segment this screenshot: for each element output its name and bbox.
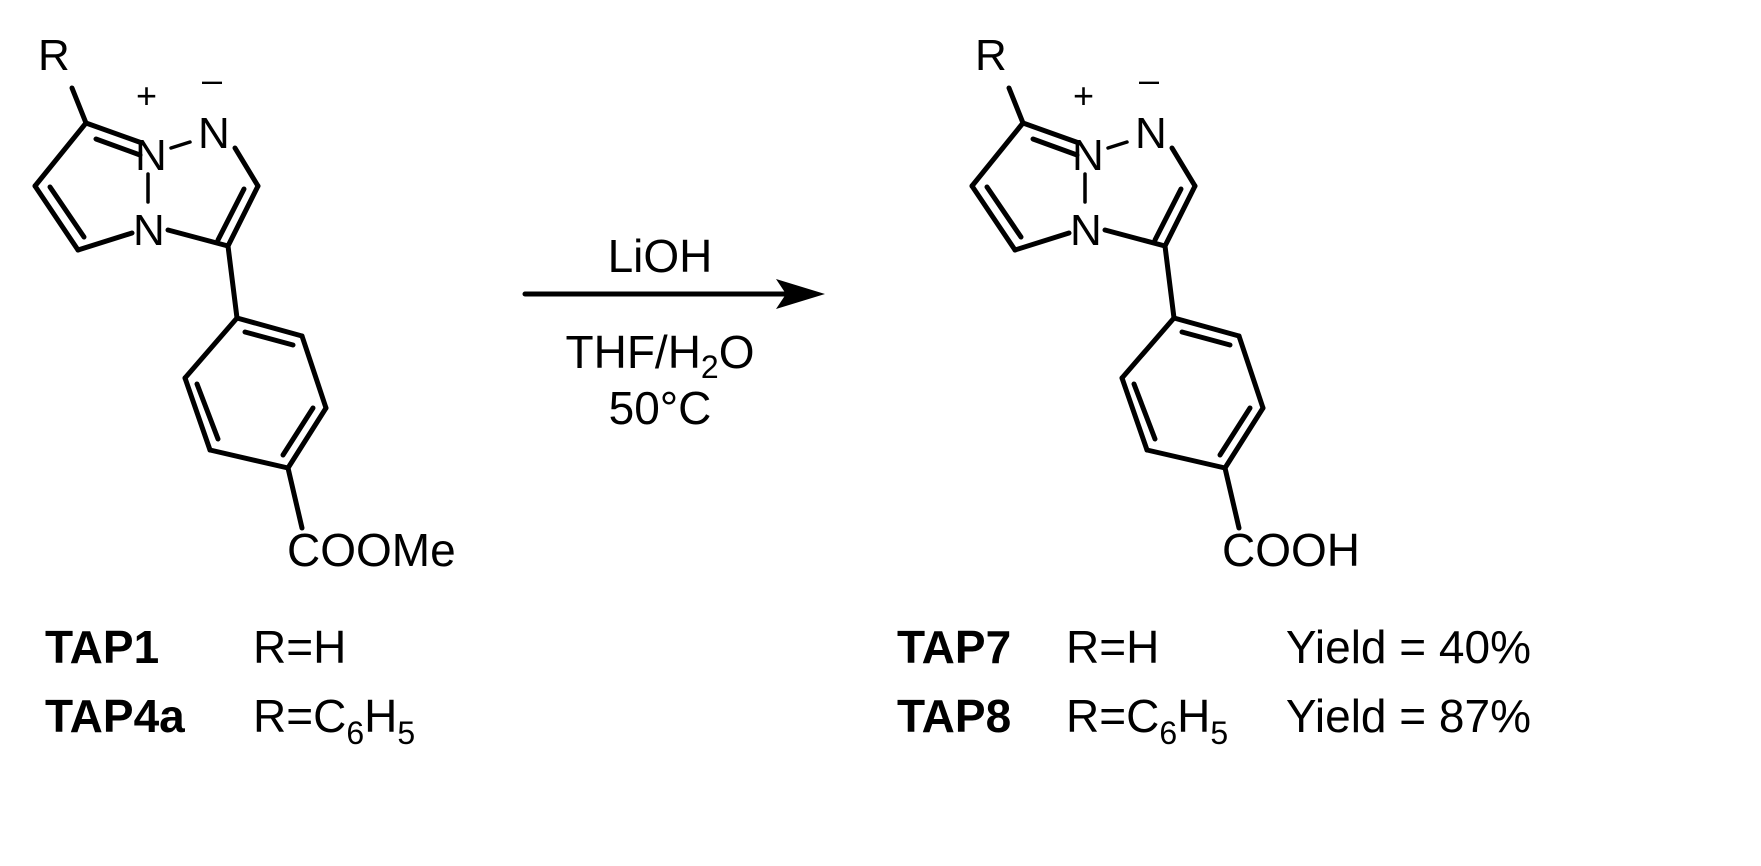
bond-c7-n1 <box>83 120 145 146</box>
product-compound-1: TAP7 <box>897 621 1011 673</box>
product-labels: TAP7 R=H Yield = 40% TAP8 R=C6H5 Yield =… <box>897 621 1531 751</box>
reactant-compound-2: TAP4a <box>45 690 185 742</box>
bond-c3a-n4 <box>1102 227 1168 249</box>
bond-c6-c5-inner <box>984 184 1024 240</box>
reactant-plus: + <box>136 75 157 116</box>
bond-to-acid <box>1222 465 1242 531</box>
product-r-def-2: R=C6H5 <box>1066 690 1228 751</box>
reactant-structure: R + N – N N COOMe <box>32 31 456 576</box>
bond-n2-c3 <box>232 145 261 189</box>
ring-bond-2 <box>1119 375 1150 453</box>
ring-bond-1 <box>1119 315 1177 381</box>
reaction-arrow-head <box>776 279 825 309</box>
ring-bond-4 <box>1222 405 1266 471</box>
bond-c7-n1-inner <box>1030 136 1080 158</box>
bond-c7-c6 <box>32 120 89 189</box>
product-substituent: COOH <box>1222 524 1360 576</box>
reagent-label: LiOH <box>608 230 713 282</box>
ring-bond-3 <box>1144 447 1228 471</box>
ring-bond-4 <box>285 405 329 471</box>
ring-bond-3 <box>207 447 291 471</box>
bond-c6-c5-inner <box>47 184 87 240</box>
product-yield-1: Yield = 40% <box>1286 621 1531 673</box>
product-r-def-1: R=H <box>1066 621 1159 673</box>
product-plus: + <box>1073 75 1094 116</box>
bond-c7-n1-inner <box>93 136 143 158</box>
bond-c7-c6 <box>969 120 1026 189</box>
reactant-r-def-1: R=H <box>253 621 346 673</box>
reactant-labels: TAP1 R=H TAP4a R=C6H5 <box>45 621 415 751</box>
ring-bond-5 <box>299 333 329 411</box>
bond-c3-c3a-inner <box>215 186 247 243</box>
bond-c3-c3a <box>1162 183 1198 249</box>
product-compound-2: TAP8 <box>897 690 1011 742</box>
bond-n1-n2 <box>169 140 192 150</box>
ring-bond-6 <box>1171 315 1242 339</box>
bond-to-phenyl <box>1162 243 1177 321</box>
solvent-label: THF/H2O <box>566 326 755 385</box>
bond-c7-n1 <box>1020 120 1082 146</box>
ring-inner-2 <box>1131 381 1158 442</box>
product-yield-2: Yield = 87% <box>1286 690 1531 742</box>
ring-bond-5 <box>1236 333 1266 411</box>
bond-c5-n4 <box>1012 230 1072 253</box>
ring-bond-2 <box>182 375 213 453</box>
reactant-n-minus: N <box>198 109 230 158</box>
bond-to-phenyl <box>225 243 240 321</box>
bond-c6-c5 <box>969 183 1018 253</box>
reactant-r-label: R <box>38 31 70 80</box>
ring-bond-6 <box>234 315 305 339</box>
product-n-plus: N <box>1072 131 1104 180</box>
ring-inner-2 <box>194 381 221 442</box>
product-n-minus: N <box>1135 109 1167 158</box>
reaction-arrow-group: LiOH THF/H2O 50°C <box>522 230 825 434</box>
bond-n1-n2 <box>1106 140 1129 150</box>
bond-c3-c3a <box>225 183 261 249</box>
reactant-compound-1: TAP1 <box>45 621 159 673</box>
bond-to-ester <box>285 465 305 531</box>
ring-inner-1 <box>1179 329 1233 348</box>
ring-inner-1 <box>242 329 296 348</box>
bond-c6-c5 <box>32 183 81 253</box>
bond-r-c7 <box>69 85 89 126</box>
product-r-label: R <box>975 31 1007 80</box>
bond-c3a-n4 <box>165 227 231 249</box>
bond-c5-n4 <box>75 230 135 253</box>
bond-n2-c3 <box>1169 145 1198 189</box>
product-minus: – <box>1139 59 1159 100</box>
reactant-n-plus: N <box>135 131 167 180</box>
product-structure: R + N – N N COOH <box>969 31 1360 576</box>
ring-inner-3 <box>280 405 316 458</box>
bond-c3-c3a-inner <box>1152 186 1184 243</box>
product-n-bridge: N <box>1070 206 1102 255</box>
temperature-label: 50°C <box>609 382 712 434</box>
reactant-n-bridge: N <box>133 206 165 255</box>
ring-inner-3 <box>1217 405 1253 458</box>
reactant-r-def-2: R=C6H5 <box>253 690 415 751</box>
reactant-minus: – <box>202 59 222 100</box>
reactant-substituent: COOMe <box>287 524 456 576</box>
bond-r-c7 <box>1006 85 1026 126</box>
ring-bond-1 <box>182 315 240 381</box>
